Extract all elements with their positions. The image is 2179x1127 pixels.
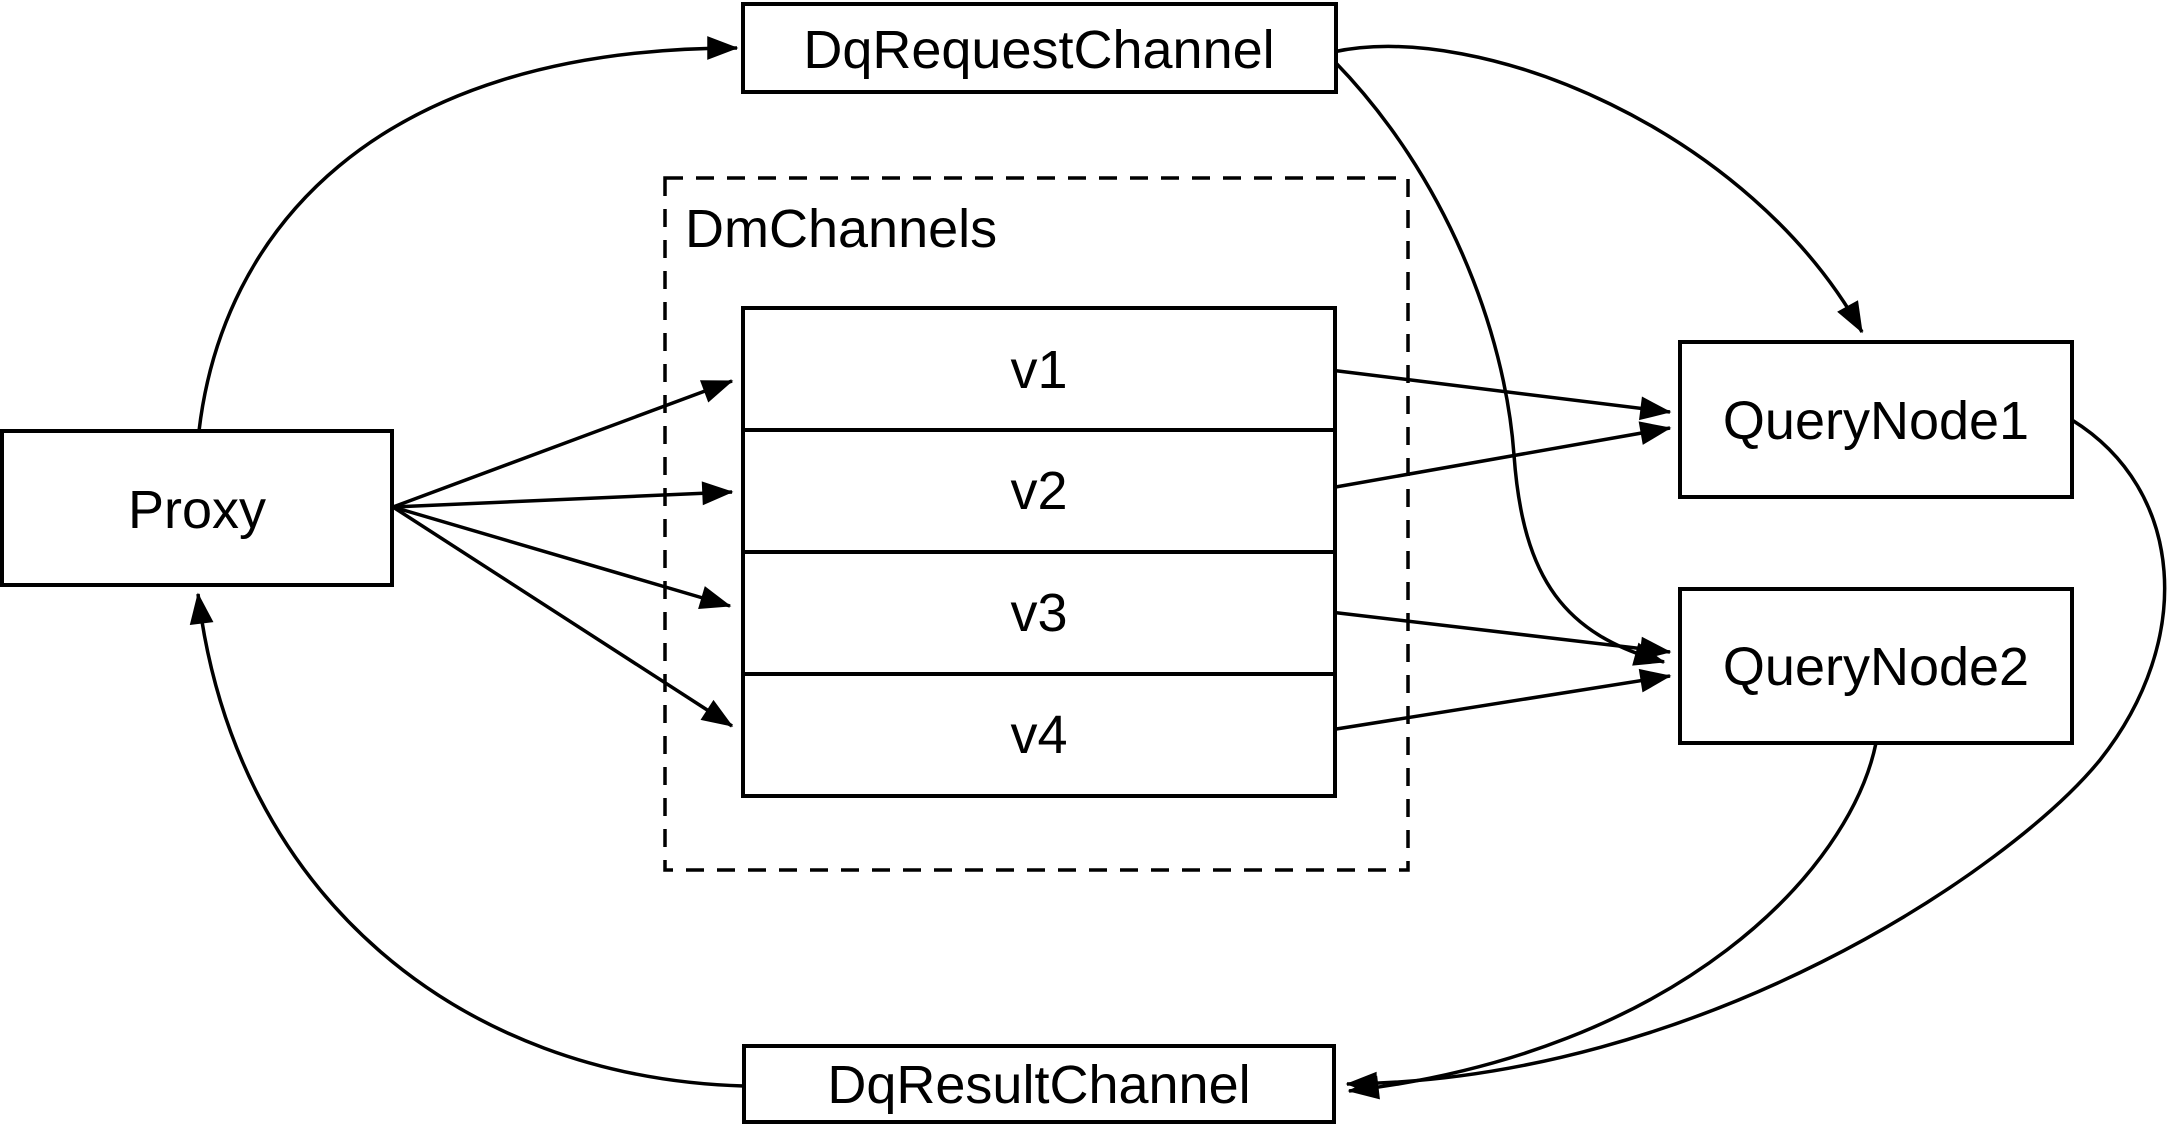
- edge-v4-to-query-node2: [1329, 668, 1672, 732]
- node-query-node2: QueryNode2: [1678, 587, 2074, 745]
- node-query-node1: QueryNode1: [1678, 340, 2074, 499]
- edge-proxy-to-dq-request-channel: [197, 36, 739, 432]
- query-node1-box: [1678, 340, 2074, 499]
- edge-proxy-to-v2: [392, 481, 734, 509]
- proxy-label: Proxy: [128, 480, 266, 540]
- channel-row-v3-label: v3: [1010, 583, 1067, 643]
- dq-result-channel-label: DqResultChannel: [827, 1055, 1250, 1115]
- dq-result-channel-box: [742, 1044, 1336, 1124]
- channel-row-v2-label: v2: [1010, 461, 1067, 521]
- edge-dq-result-channel-to-proxy: [189, 592, 745, 1088]
- dq-request-channel-box: [741, 2, 1338, 94]
- edge-layer: [189, 36, 2167, 1100]
- dm-channels-label: DmChannels: [685, 199, 997, 259]
- node-dq-request-channel: DqRequestChannel: [741, 2, 1338, 94]
- channel-table: v1 v2 v3 v4: [741, 306, 1337, 798]
- edge-proxy-to-v4: [392, 505, 734, 728]
- proxy-box: [0, 429, 394, 587]
- edge-proxy-to-v1: [392, 379, 734, 509]
- channel-row-v4-label: v4: [1010, 705, 1067, 765]
- query-node2-label: QueryNode2: [1723, 637, 2029, 697]
- edge-query-node1-to-dq-result-channel: [1345, 418, 2167, 1096]
- edge-v2-to-query-node1: [1329, 421, 1672, 490]
- edge-v3-to-query-node2: [1329, 610, 1672, 661]
- edge-proxy-to-v3: [392, 505, 732, 610]
- channel-row-v1-label: v1: [1010, 340, 1067, 400]
- query-node1-label: QueryNode1: [1723, 391, 2029, 451]
- query-node2-box: [1678, 587, 2074, 745]
- edge-query-node2-to-dq-result-channel: [1347, 742, 1878, 1100]
- edge-dq-request-channel-to-query-node1: [1332, 44, 1864, 334]
- dm-channels-container-box: [663, 176, 1410, 872]
- dq-request-channel-label: DqRequestChannel: [803, 20, 1274, 80]
- edge-dq-request-channel-to-query-node2: [1333, 60, 1666, 666]
- node-dq-result-channel: DqResultChannel: [742, 1044, 1336, 1124]
- node-proxy: Proxy: [0, 429, 394, 587]
- edge-v1-to-query-node1: [1329, 368, 1672, 421]
- node-dm-channels-group: DmChannels v1 v2 v3 v4: [663, 176, 1410, 872]
